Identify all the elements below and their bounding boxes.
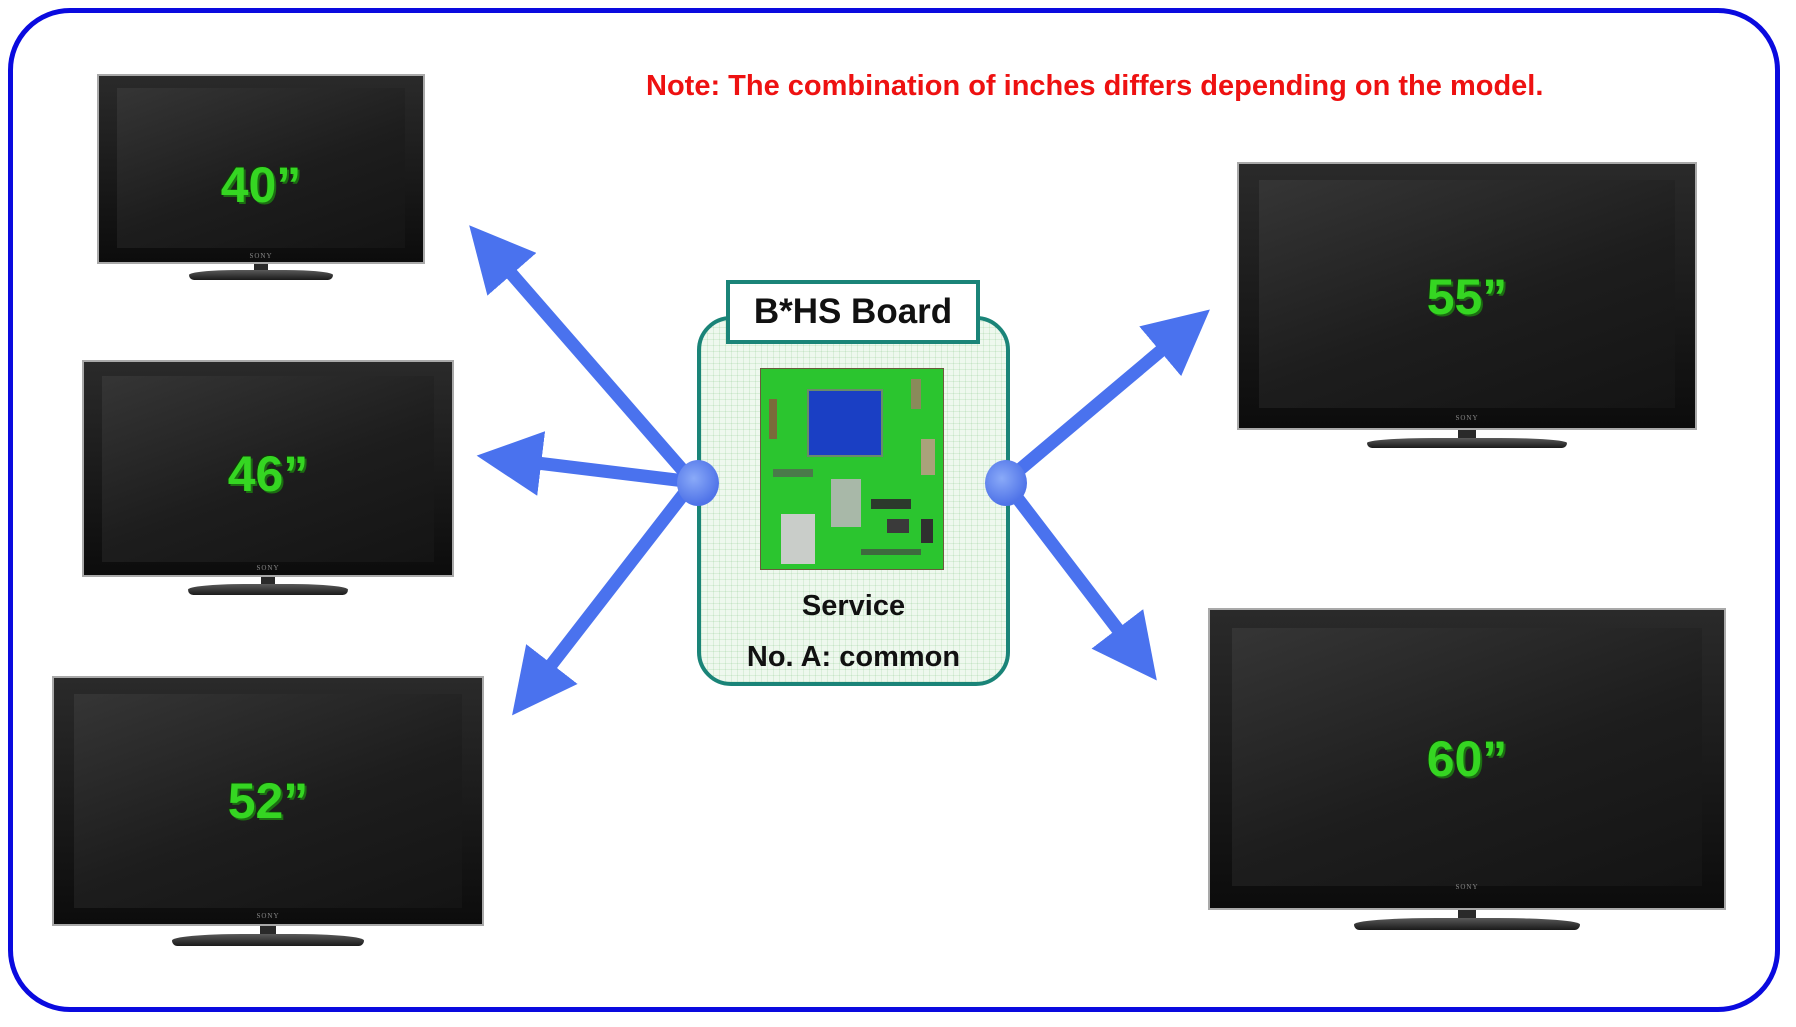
- rounded-frame: [8, 8, 1780, 1012]
- chip-block: [807, 389, 883, 457]
- component-row: [773, 469, 813, 477]
- tv-size-label: 40”: [220, 157, 302, 213]
- shield-block: [781, 514, 815, 564]
- tv-brand: SONY: [256, 912, 280, 920]
- tv-screen: [117, 88, 405, 248]
- tv-screen: [74, 694, 462, 908]
- connector-strip: [769, 399, 777, 439]
- component-row: [887, 519, 909, 533]
- arrow-to-60: [998, 475, 1157, 681]
- arrow-to-40: [469, 225, 700, 489]
- circuit-board-image: [760, 368, 944, 570]
- tv-brand: SONY: [256, 564, 280, 572]
- tv-neck: [260, 926, 276, 936]
- tv-46: SONY 46”: [82, 360, 454, 596]
- component-row: [871, 499, 911, 509]
- tv-neck: [254, 264, 268, 272]
- tv-40: SONY 40”: [97, 74, 425, 280]
- connector-strip: [921, 439, 935, 475]
- tv-stand: [189, 270, 333, 280]
- arrow-to-55: [998, 309, 1210, 489]
- board-title: B*HS Board: [726, 280, 980, 344]
- tv-size-label: 60”: [1426, 731, 1508, 787]
- tv-stand: [172, 934, 364, 946]
- tv-brand: SONY: [249, 252, 273, 260]
- left-connector-node: [677, 460, 719, 506]
- shield-block: [831, 479, 861, 527]
- service-number-label: No. A: common: [746, 641, 961, 673]
- service-label: Service: [801, 590, 906, 622]
- tv-screen: [1232, 628, 1702, 886]
- note-text: Note: The combination of inches differs …: [646, 70, 1544, 102]
- tv-size-label: 52”: [227, 773, 309, 829]
- tv-60: SONY 60”: [1208, 608, 1726, 930]
- tv-neck: [261, 577, 275, 586]
- tv-stand: [188, 584, 348, 595]
- tv-neck: [1458, 430, 1476, 440]
- tv-neck: [1458, 910, 1476, 920]
- connector-strip: [911, 379, 921, 409]
- tv-brand: SONY: [1455, 883, 1479, 891]
- tv-stand: [1354, 918, 1580, 930]
- arrow-to-46: [476, 431, 700, 496]
- tv-brand: SONY: [1455, 414, 1479, 422]
- component-row: [921, 519, 933, 543]
- tv-screen: [1259, 180, 1675, 408]
- tv-stand: [1367, 438, 1567, 448]
- arrow-to-52: [512, 475, 700, 716]
- tv-size-label: 46”: [227, 446, 309, 502]
- tv-52: SONY 52”: [52, 676, 484, 946]
- tv-size-label: 55”: [1426, 269, 1508, 325]
- tv-55: SONY 55”: [1237, 162, 1697, 448]
- tv-screen: [102, 376, 434, 562]
- component-row: [861, 549, 921, 555]
- right-connector-node: [985, 460, 1027, 506]
